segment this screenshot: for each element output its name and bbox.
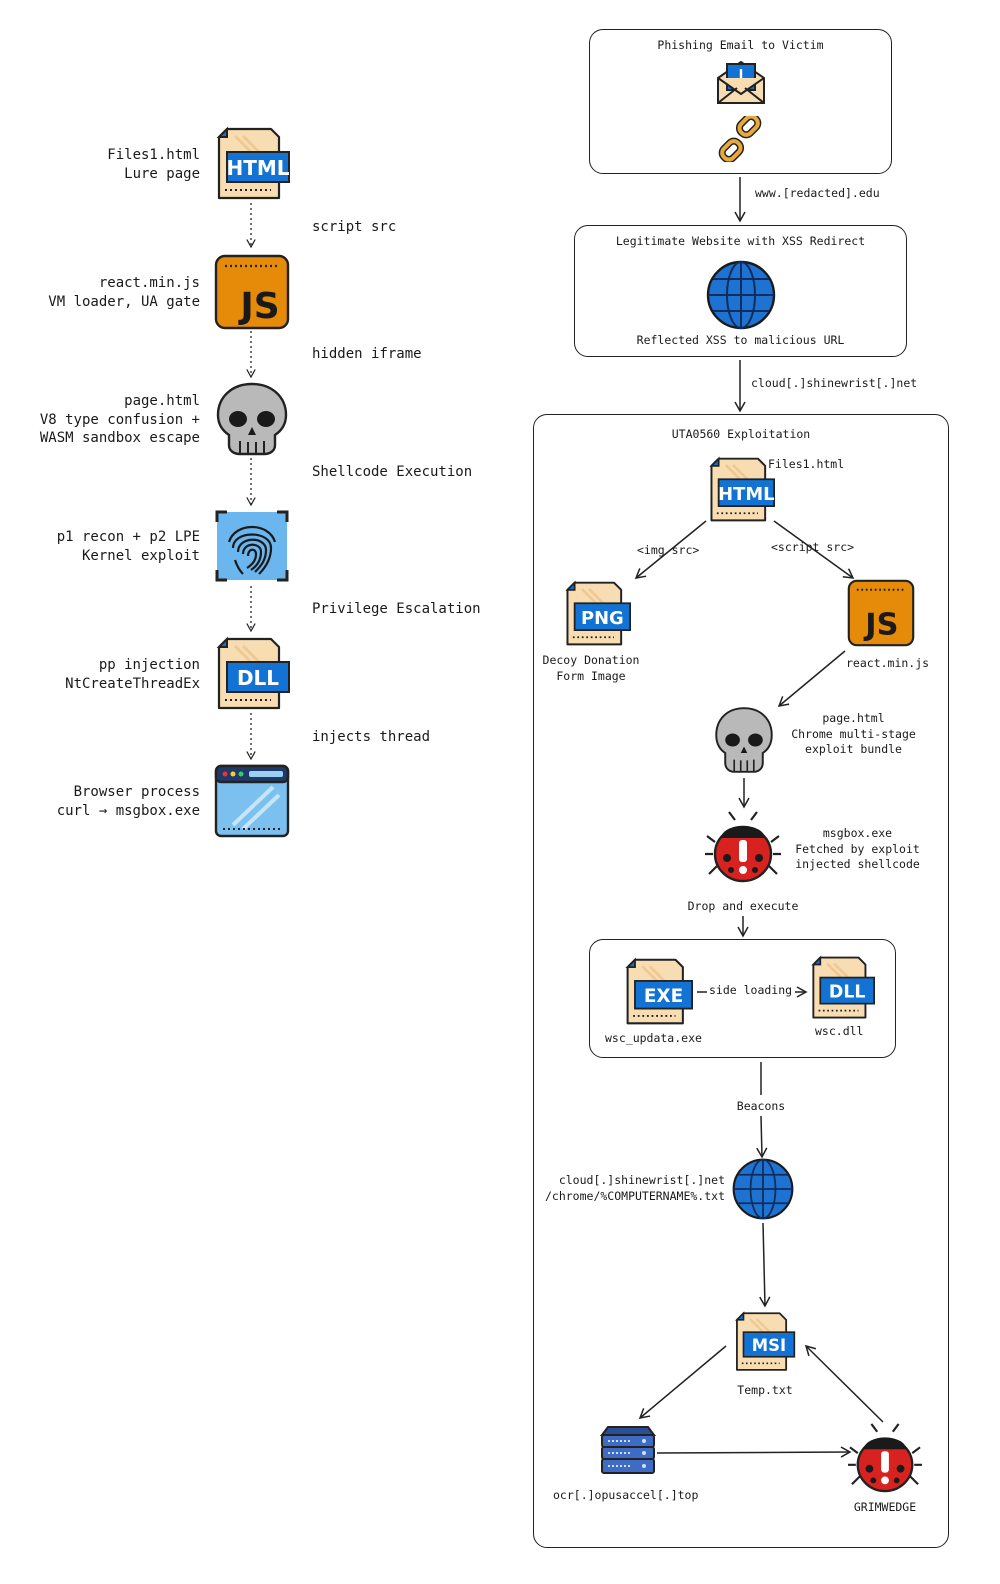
exploit-html-file-icon: HTML	[709, 456, 775, 522]
edge-cloud-label: cloud[.]shinewrist[.]net	[751, 376, 918, 390]
edge-drop-label: Drop and execute	[687, 899, 799, 913]
page-html-label: page.html Chrome multi-stage exploit bun…	[791, 711, 916, 756]
exploitation-box	[533, 414, 949, 1548]
svg-text:DLL: DLL	[829, 983, 866, 1003]
edge-img-src-label: <img src>	[637, 543, 700, 557]
msgbox-label: msgbox.exe Fetched by exploit injected s…	[795, 826, 920, 871]
svg-text:MSI: MSI	[752, 1336, 786, 1355]
svg-text:JS: JS	[237, 286, 279, 327]
svg-text:JS: JS	[863, 607, 898, 642]
bug-icon	[705, 811, 781, 883]
exe-label: wsc_updata.exe	[605, 1031, 702, 1045]
left-edge-1-label: script src	[312, 219, 397, 235]
c2-globe-icon	[732, 1158, 794, 1220]
grimwedge-label: GRIMWEDGE	[853, 1500, 917, 1514]
msi-label: Temp.txt	[737, 1383, 793, 1397]
svg-text:DLL: DLL	[237, 666, 279, 690]
left-node-2-label: react.min.js VM loader, UA gate	[48, 275, 200, 310]
edge-files-js	[773, 520, 855, 579]
chain-link-icon	[718, 116, 762, 162]
dll-label: wsc.dll	[815, 1024, 864, 1038]
edge-script-src-label: <script src>	[771, 540, 855, 554]
exploit-dll-file-icon: DLL	[811, 955, 875, 1019]
exe-file-icon: EXE	[625, 957, 693, 1025]
dll-file-icon: DLL	[216, 636, 290, 710]
js-file-icon: JS	[214, 254, 290, 330]
left-edge-2-label: hidden iframe	[312, 346, 422, 362]
side-loading-box	[589, 939, 896, 1058]
phishing-email-box	[589, 29, 892, 174]
exploit-skull-icon	[715, 707, 773, 773]
svg-text:PNG: PNG	[581, 608, 624, 629]
edge-domain-label: www.[redacted].edu	[755, 186, 880, 200]
exploitation-title: UTA0560 Exploitation	[671, 427, 811, 441]
png-file-icon: PNG	[565, 580, 631, 646]
exploit-files1-label: Files1.html	[768, 457, 845, 471]
phishing-email-title: Phishing Email to Victim	[657, 38, 824, 52]
html-file-icon: HTML	[216, 126, 290, 200]
svg-text:EXE: EXE	[644, 986, 683, 1007]
edge-side-loading-label: side loading	[709, 983, 793, 997]
edge-js-page	[777, 650, 846, 707]
left-edge-5-label: injects thread	[312, 729, 431, 745]
xss-website-title: Legitimate Website with XSS Redirect	[615, 234, 866, 248]
left-node-6-label: Browser process curl → msgbox.exe	[56, 784, 200, 819]
server-label: ocr[.]opusaccel[.]top	[553, 1488, 699, 1502]
c2-label: cloud[.]shinewrist[.]net /chrome/%COMPUT…	[544, 1173, 725, 1203]
xss-website-box	[574, 225, 907, 357]
left-node-4-label: p1 recon + p2 LPE Kernel exploit	[56, 529, 200, 564]
skull-icon	[216, 382, 288, 456]
edge-beacons-label: Beacons	[736, 1099, 786, 1113]
envelope-hook-icon	[717, 60, 765, 104]
fingerprint-icon	[215, 510, 289, 582]
edge-beacons-c2	[756, 1115, 768, 1159]
edge-grim-msi	[804, 1344, 884, 1423]
edge-files-png	[634, 520, 707, 579]
xss-caption: Reflected XSS to malicious URL	[636, 333, 845, 347]
edge-msi-server	[638, 1345, 727, 1419]
server-icon	[600, 1426, 656, 1474]
svg-text:HTML: HTML	[718, 484, 774, 505]
svg-text:HTML: HTML	[226, 156, 289, 180]
left-edge-3-label: Shellcode Execution	[312, 464, 473, 480]
globe-icon	[706, 260, 776, 330]
edge-server-grim	[656, 1446, 852, 1458]
left-node-1-label: Files1.html Lure page	[107, 147, 200, 182]
msi-file-icon: MSI	[734, 1311, 796, 1371]
edge-c2-msi	[759, 1222, 771, 1308]
exploit-js-file-icon: JS	[847, 579, 915, 647]
grimwedge-bug-icon	[848, 1423, 922, 1493]
left-node-3-label: page.html V8 type confusion + WASM sandb…	[39, 393, 200, 446]
exploit-js-label: react.min.js	[846, 656, 930, 670]
left-edge-4-label: Privilege Escalation	[312, 601, 481, 617]
left-node-5-label: pp injection NtCreateThreadEx	[65, 657, 200, 692]
png-label: Decoy Donation Form Image	[542, 653, 640, 683]
browser-window-icon	[214, 764, 290, 838]
